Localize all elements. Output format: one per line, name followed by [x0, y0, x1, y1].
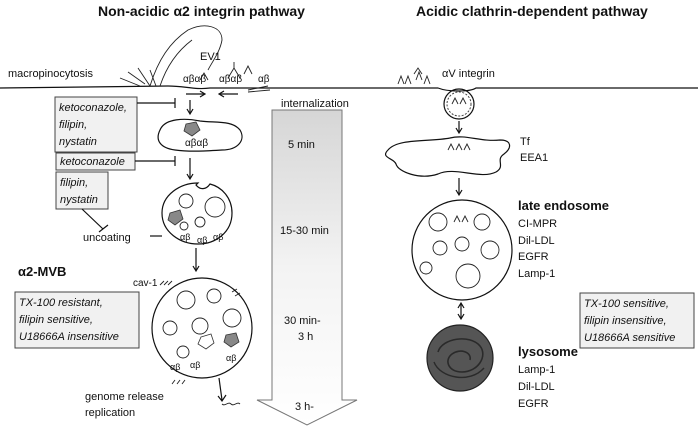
mvb-integrin-3: αβ	[226, 353, 236, 363]
macropinosome-vesicle	[157, 118, 243, 152]
mvb-box-line-1: TX-100 resistant,	[19, 297, 103, 309]
arrow-down-right-1	[455, 121, 463, 135]
internalization-label: internalization	[281, 98, 349, 110]
inhibitor-3-line-2: nystatin	[60, 194, 98, 206]
alphaV-integrin-icon	[397, 67, 431, 85]
time-15-30min: 15-30 min	[280, 225, 329, 237]
lysosome-title: lysosome	[518, 344, 578, 359]
lyso-marker-3: EGFR	[518, 398, 549, 410]
late-marker-3: EGFR	[518, 251, 549, 263]
inhibitor-2-text: ketoconazole	[60, 156, 125, 168]
inhibitor-box-3	[55, 171, 109, 210]
rna-genome-icon	[221, 402, 241, 406]
time-30min: 30 min-	[284, 315, 321, 327]
lyso-marker-2: Dil-LDL	[518, 381, 555, 393]
late-marker-1: CI-MPR	[518, 218, 557, 230]
vesicle-2-integrin-2: αβ	[197, 235, 207, 245]
clustering-arrow-right	[186, 90, 207, 98]
right-title: Acidic clathrin-dependent pathway	[416, 3, 648, 19]
late-endosome-title: late endosome	[518, 198, 609, 213]
arrow-down-right-2	[455, 178, 463, 197]
ev1-label: EV1	[200, 51, 221, 63]
uncoating-label: uncoating	[83, 232, 131, 244]
inhibitor-3-line-1: filipin,	[60, 177, 88, 189]
clustering-arrow-left	[217, 90, 238, 98]
replication-label: replication	[85, 407, 135, 419]
inhibition-bar-1	[137, 98, 176, 108]
tx100-property-box	[579, 292, 695, 349]
mvb-integrin-1: αβ	[170, 362, 180, 372]
genome-release-label: genome release	[85, 391, 164, 403]
caveolin-icon	[159, 280, 173, 286]
late-marker-4: Lamp-1	[518, 268, 555, 280]
eea1-label: EEA1	[520, 152, 548, 164]
mvb-title: α2-MVB	[18, 264, 66, 279]
vesicle-1-integrin: αβαβ	[185, 138, 208, 149]
surface-integrin-3: αβ	[258, 74, 270, 85]
ev1-particle-icon-2	[167, 209, 184, 226]
inhibitor-1-line-3: nystatin	[59, 136, 97, 148]
lysosome	[426, 324, 494, 392]
cav1-label: cav-1	[133, 278, 158, 289]
plasma-membrane-left	[0, 85, 330, 90]
arrow-down-2	[186, 158, 194, 181]
lyso-marker-1: Lamp-1	[518, 364, 555, 376]
surface-integrin-2: αβαβ	[219, 74, 242, 85]
genome-release-arrow	[217, 377, 227, 403]
tx-box-line-1: TX-100 sensitive,	[584, 298, 669, 310]
bidirectional-arrow	[457, 301, 465, 321]
time-3h: 3 h	[298, 331, 313, 343]
inhibitor-1-line-1: ketoconazole,	[59, 102, 127, 114]
vesicle-2-integrin-1: αβ	[180, 232, 190, 242]
arrow-down-1	[186, 100, 194, 116]
tx-box-line-3: U18666A sensitive	[584, 332, 675, 344]
forming-mvb-vesicle	[161, 182, 233, 245]
inhibitor-1-line-2: filipin,	[59, 119, 87, 131]
left-title: Non-acidic α2 integrin pathway	[98, 3, 305, 19]
inhibition-bar-3	[81, 208, 109, 233]
internalization-arrow	[256, 109, 358, 426]
time-3h-plus: 3 h-	[295, 401, 314, 413]
ev1-particle-icon-3	[223, 332, 240, 348]
alpha2-mvb-vesicle	[151, 277, 253, 379]
early-endosome	[384, 136, 511, 177]
actin-lines	[119, 67, 157, 87]
vesicle-2-integrin-3: αβ	[213, 232, 223, 242]
tf-label: Tf	[520, 136, 531, 148]
clathrin-coated-pit	[443, 88, 475, 120]
late-marker-2: Dil-LDL	[518, 235, 555, 247]
membrane-ruffle	[149, 25, 223, 87]
late-endosome	[411, 199, 513, 301]
alphaV-integrin-label: αV integrin	[442, 68, 495, 80]
ev1-particle-icon	[183, 121, 201, 137]
ev1-capsid-open-icon	[197, 333, 215, 350]
inhibitor-box-1	[54, 96, 138, 153]
macropinocytosis-label: macropinocytosis	[8, 68, 93, 80]
mvb-property-box	[14, 291, 140, 349]
arrow-down-3	[192, 248, 200, 273]
inhibition-bar-2	[135, 156, 176, 166]
time-5min: 5 min	[288, 139, 315, 151]
mvb-integrin-2: αβ	[190, 360, 200, 370]
plasma-membrane-right	[330, 87, 698, 92]
surface-integrin-1: αβαβ	[183, 74, 206, 85]
mvb-box-line-2: filipin sensitive,	[19, 314, 93, 326]
ev1-virus-icon	[227, 62, 253, 79]
tx-box-line-2: filipin insensitive,	[584, 315, 667, 327]
mvb-box-line-3: U18666A insensitive	[19, 331, 119, 343]
